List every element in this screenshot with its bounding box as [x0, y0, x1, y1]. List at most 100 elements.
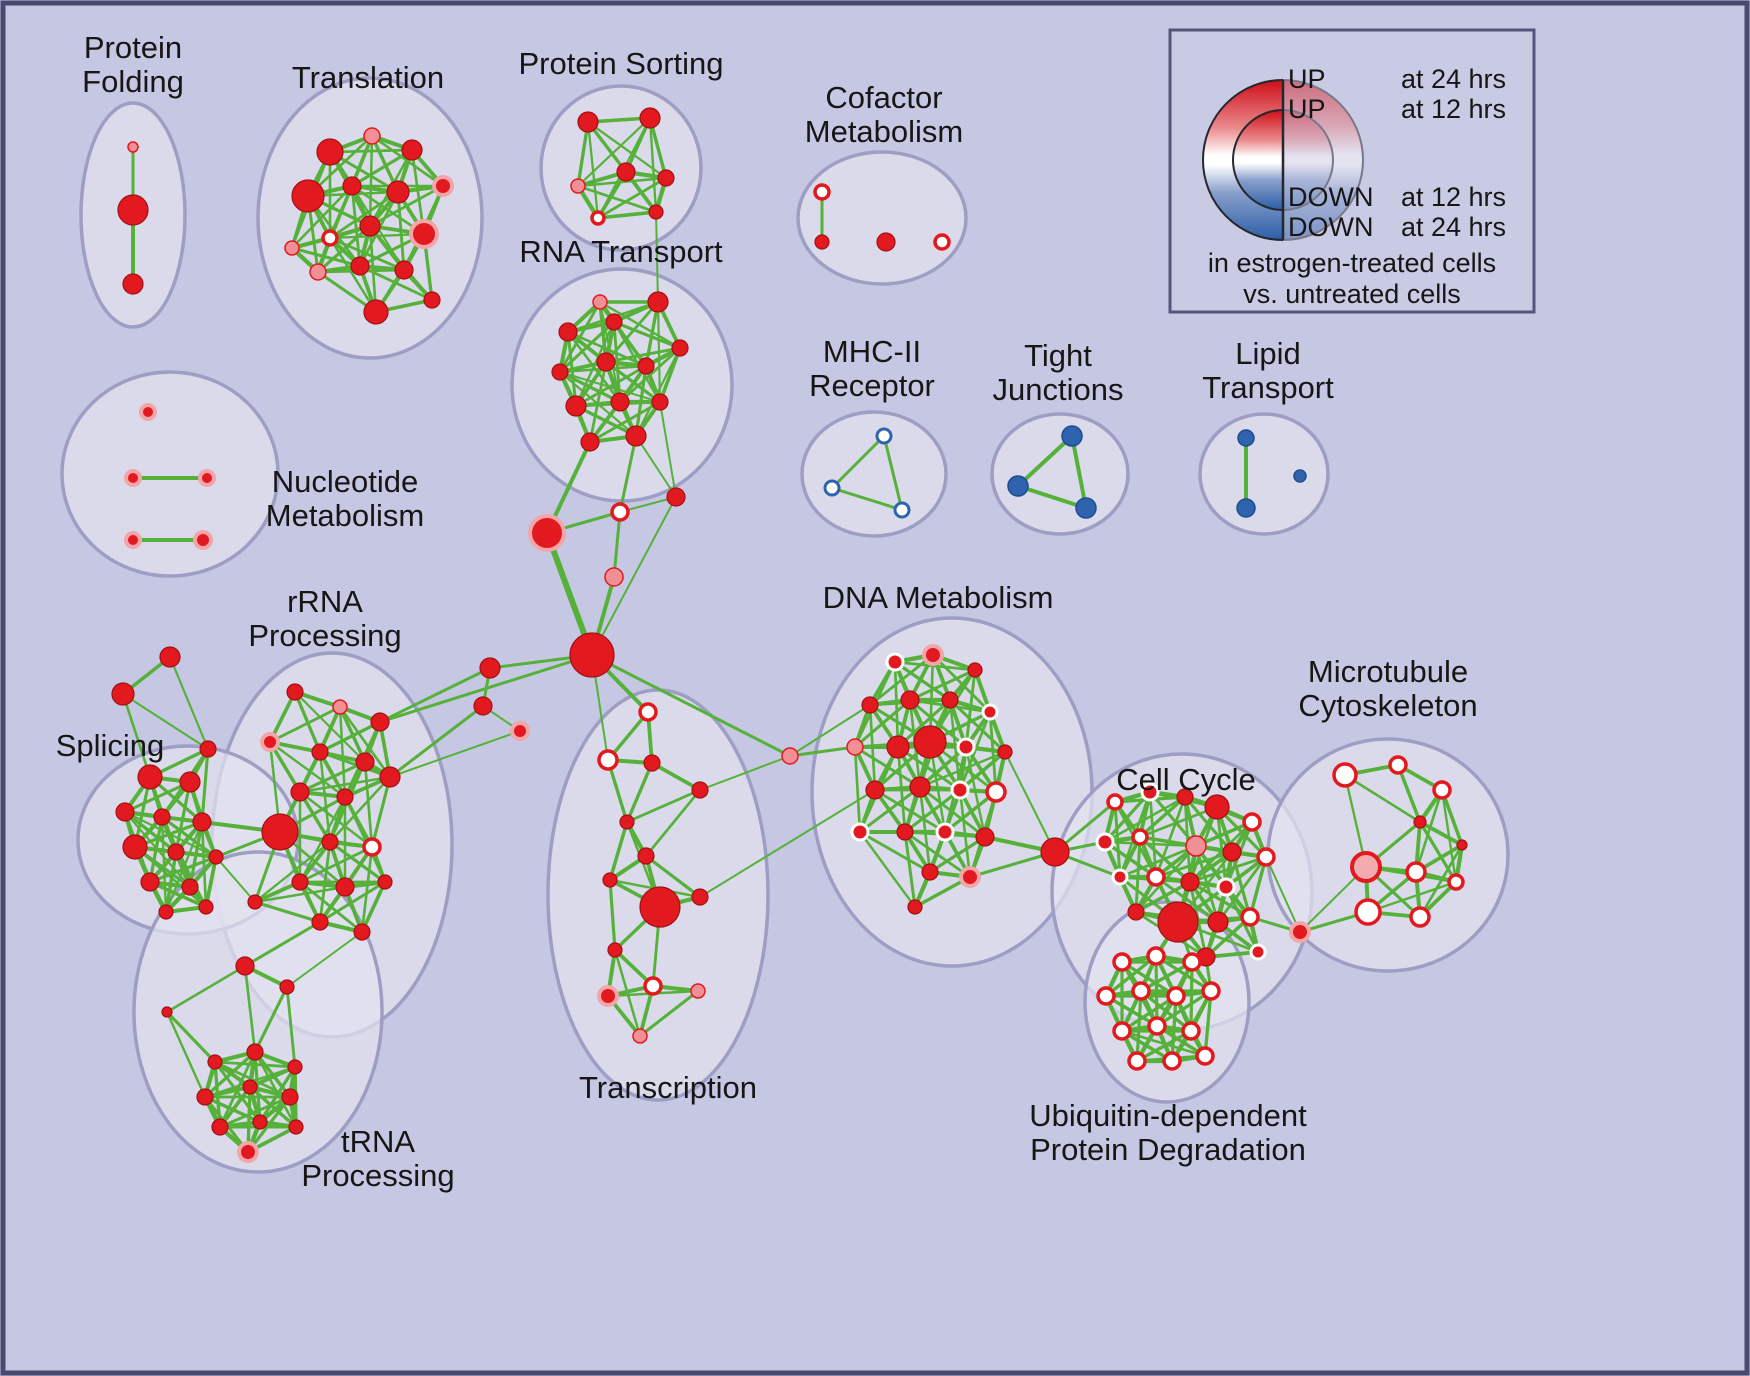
network-edge: [648, 116, 658, 214]
network-edge: [612, 320, 662, 404]
network-edge: [1366, 880, 1458, 914]
network-edge: [1343, 773, 1422, 824]
gene-node-link: [473, 696, 493, 716]
gene-node-dna: [909, 776, 931, 798]
network-edge: [1396, 763, 1422, 824]
gene-node-rrna: [260, 732, 280, 752]
gene-node-dna: [900, 690, 920, 710]
gene-node-txn: [607, 942, 623, 958]
network-edge: [853, 745, 862, 834]
gene-node-txn: [632, 1028, 648, 1044]
cluster-label-lipid: Lipid: [1235, 336, 1301, 371]
gene-node-rna: [580, 432, 600, 452]
gene-node-rrna: [290, 782, 310, 802]
network-edge: [1139, 960, 1194, 993]
gene-node-ub: [1127, 1051, 1147, 1071]
network-edge: [165, 1010, 217, 1064]
network-edge: [598, 300, 682, 350]
gene-node-cc: [1240, 907, 1260, 927]
gene-node-rna: [625, 425, 647, 447]
gene-node-mt: [1354, 898, 1382, 926]
legend-direction-0: UP: [1288, 64, 1326, 94]
network-edge: [318, 720, 382, 754]
gene-node-cc: [1095, 832, 1115, 852]
gene-node-ub: [1166, 986, 1186, 1006]
cluster-label-mt: Microtubule: [1308, 654, 1468, 689]
network-edge: [928, 835, 987, 874]
gene-node-sorting: [639, 107, 661, 129]
gene-node-cc: [1216, 877, 1236, 897]
gene-node-link: [569, 632, 615, 678]
network-edge: [165, 964, 247, 1014]
network-edge: [1016, 484, 1088, 510]
gene-node-translation: [316, 138, 344, 166]
network-edge: [591, 496, 677, 656]
gene-node-mt: [1405, 861, 1427, 883]
network-edge: [558, 320, 616, 374]
gene-node-splicing: [115, 802, 135, 822]
gene-node-nucleotide: [139, 403, 157, 421]
network-edge: [1216, 855, 1268, 924]
network-edge: [148, 855, 218, 884]
gene-node-splicing: [208, 849, 224, 865]
gene-node-splicing: [158, 904, 174, 920]
gene-node-splicing: [159, 646, 181, 668]
gene-node-mhc: [875, 427, 893, 445]
network-edge: [363, 760, 374, 849]
gene-node-sorting: [570, 178, 586, 194]
network-edge: [268, 705, 342, 744]
gene-node-cc: [1207, 911, 1229, 933]
network-edge: [1016, 434, 1074, 488]
network-edge: [215, 856, 256, 903]
gene-node-txn: [691, 888, 709, 906]
network-edge: [903, 788, 962, 834]
network-edge: [243, 920, 322, 968]
gene-node-dna: [922, 644, 944, 666]
network-edge: [328, 775, 392, 844]
gene-node-mt: [1350, 851, 1382, 883]
gene-node-rrna: [332, 699, 348, 715]
gene-node-mt: [1432, 780, 1452, 800]
network-edge: [788, 745, 857, 758]
network-edge: [586, 120, 600, 220]
gene-node-nucleotide: [124, 469, 142, 487]
network-edge: [1104, 954, 1158, 998]
network-edge: [903, 830, 917, 909]
gene-node-ub: [1195, 1046, 1215, 1066]
network-edge: [286, 931, 363, 988]
gene-node-rna: [605, 313, 623, 331]
network-edge: [958, 710, 992, 792]
gene-node-dna: [956, 737, 976, 757]
network-edge: [608, 878, 617, 952]
gene-node-ub: [1112, 1021, 1132, 1041]
gene-node-dna: [896, 823, 914, 841]
network-edge: [604, 346, 682, 364]
gene-node-link: [781, 747, 799, 765]
network-edge: [608, 820, 629, 882]
gene-node-translation: [342, 176, 362, 196]
gene-node-trna: [207, 1054, 223, 1070]
network-edge: [253, 985, 289, 1054]
gene-node-cc: [1222, 842, 1242, 862]
network-edge: [174, 780, 192, 854]
gene-node-translation: [359, 215, 381, 237]
gene-node-rrna: [379, 766, 401, 788]
network-edge: [290, 184, 354, 250]
gene-node-ub: [1096, 986, 1116, 1006]
gene-node-translation: [350, 256, 370, 276]
network-edge: [596, 176, 668, 220]
gene-node-cofactor: [876, 232, 896, 252]
gene-node-tight: [1075, 497, 1097, 519]
network-edge: [625, 788, 702, 824]
gene-node-mt: [1413, 815, 1427, 829]
gene-node-trna: [242, 1079, 258, 1095]
network-edge: [858, 830, 932, 874]
network-edge: [1418, 843, 1464, 919]
gene-node-link: [510, 721, 530, 741]
network-edge: [165, 1010, 207, 1099]
network-edge: [1154, 954, 1213, 993]
cluster-label-mhc: Receptor: [809, 368, 935, 403]
network-edge: [908, 668, 977, 702]
network-edge: [1188, 855, 1268, 884]
gene-node-rna: [647, 291, 669, 313]
